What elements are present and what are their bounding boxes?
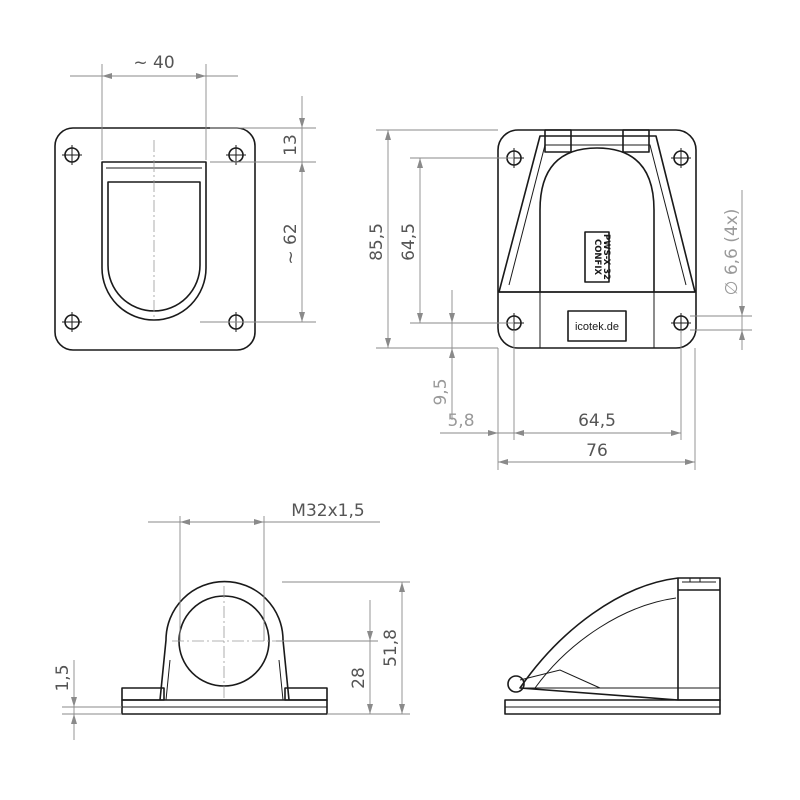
front-view: ~ 40 13 ~ 62 [54, 53, 316, 351]
front-hood-inner [107, 181, 201, 312]
front-flange [54, 127, 256, 351]
dim-side-inner-height: 64,5 [399, 223, 419, 261]
top-socket-arc [539, 147, 655, 292]
side-hood [519, 577, 721, 701]
product-label-line1: CONFIX [592, 239, 602, 276]
dim-hole-spacing: 64,5 [578, 411, 616, 431]
dim-front-width: ~ 40 [133, 53, 174, 73]
elevation-hood [159, 580, 290, 701]
brand-label: icotek.de [575, 321, 619, 333]
dim-side-height: 85,5 [367, 223, 387, 261]
front-hood-outer [101, 161, 207, 321]
dim-thread: M32x1,5 [291, 501, 364, 521]
dim-front-height: ~ 62 [281, 223, 301, 264]
top-flange [497, 129, 697, 349]
dim-total-height: 51,8 [381, 629, 401, 667]
dim-front-top: 13 [281, 134, 301, 156]
dim-hole-diameter: ∅ 6,6 (4x) [722, 209, 742, 296]
dim-base-thickness: 1,5 [53, 664, 73, 691]
dim-bottom-offset: 9,5 [431, 378, 451, 405]
dim-left-offset: 5,8 [447, 411, 474, 431]
elevation-view: M32x1,5 28 51,8 1,5 [53, 501, 410, 740]
brand-label-box [567, 310, 627, 342]
dim-total-width: 76 [586, 441, 608, 461]
product-label-line2: PWS-X 32 [601, 234, 611, 280]
top-view: icotek.de CONFIX PWS-X 32 85,5 64,5 9,5 … [367, 129, 752, 470]
dim-axis-height: 28 [349, 667, 369, 689]
side-view [504, 577, 721, 715]
